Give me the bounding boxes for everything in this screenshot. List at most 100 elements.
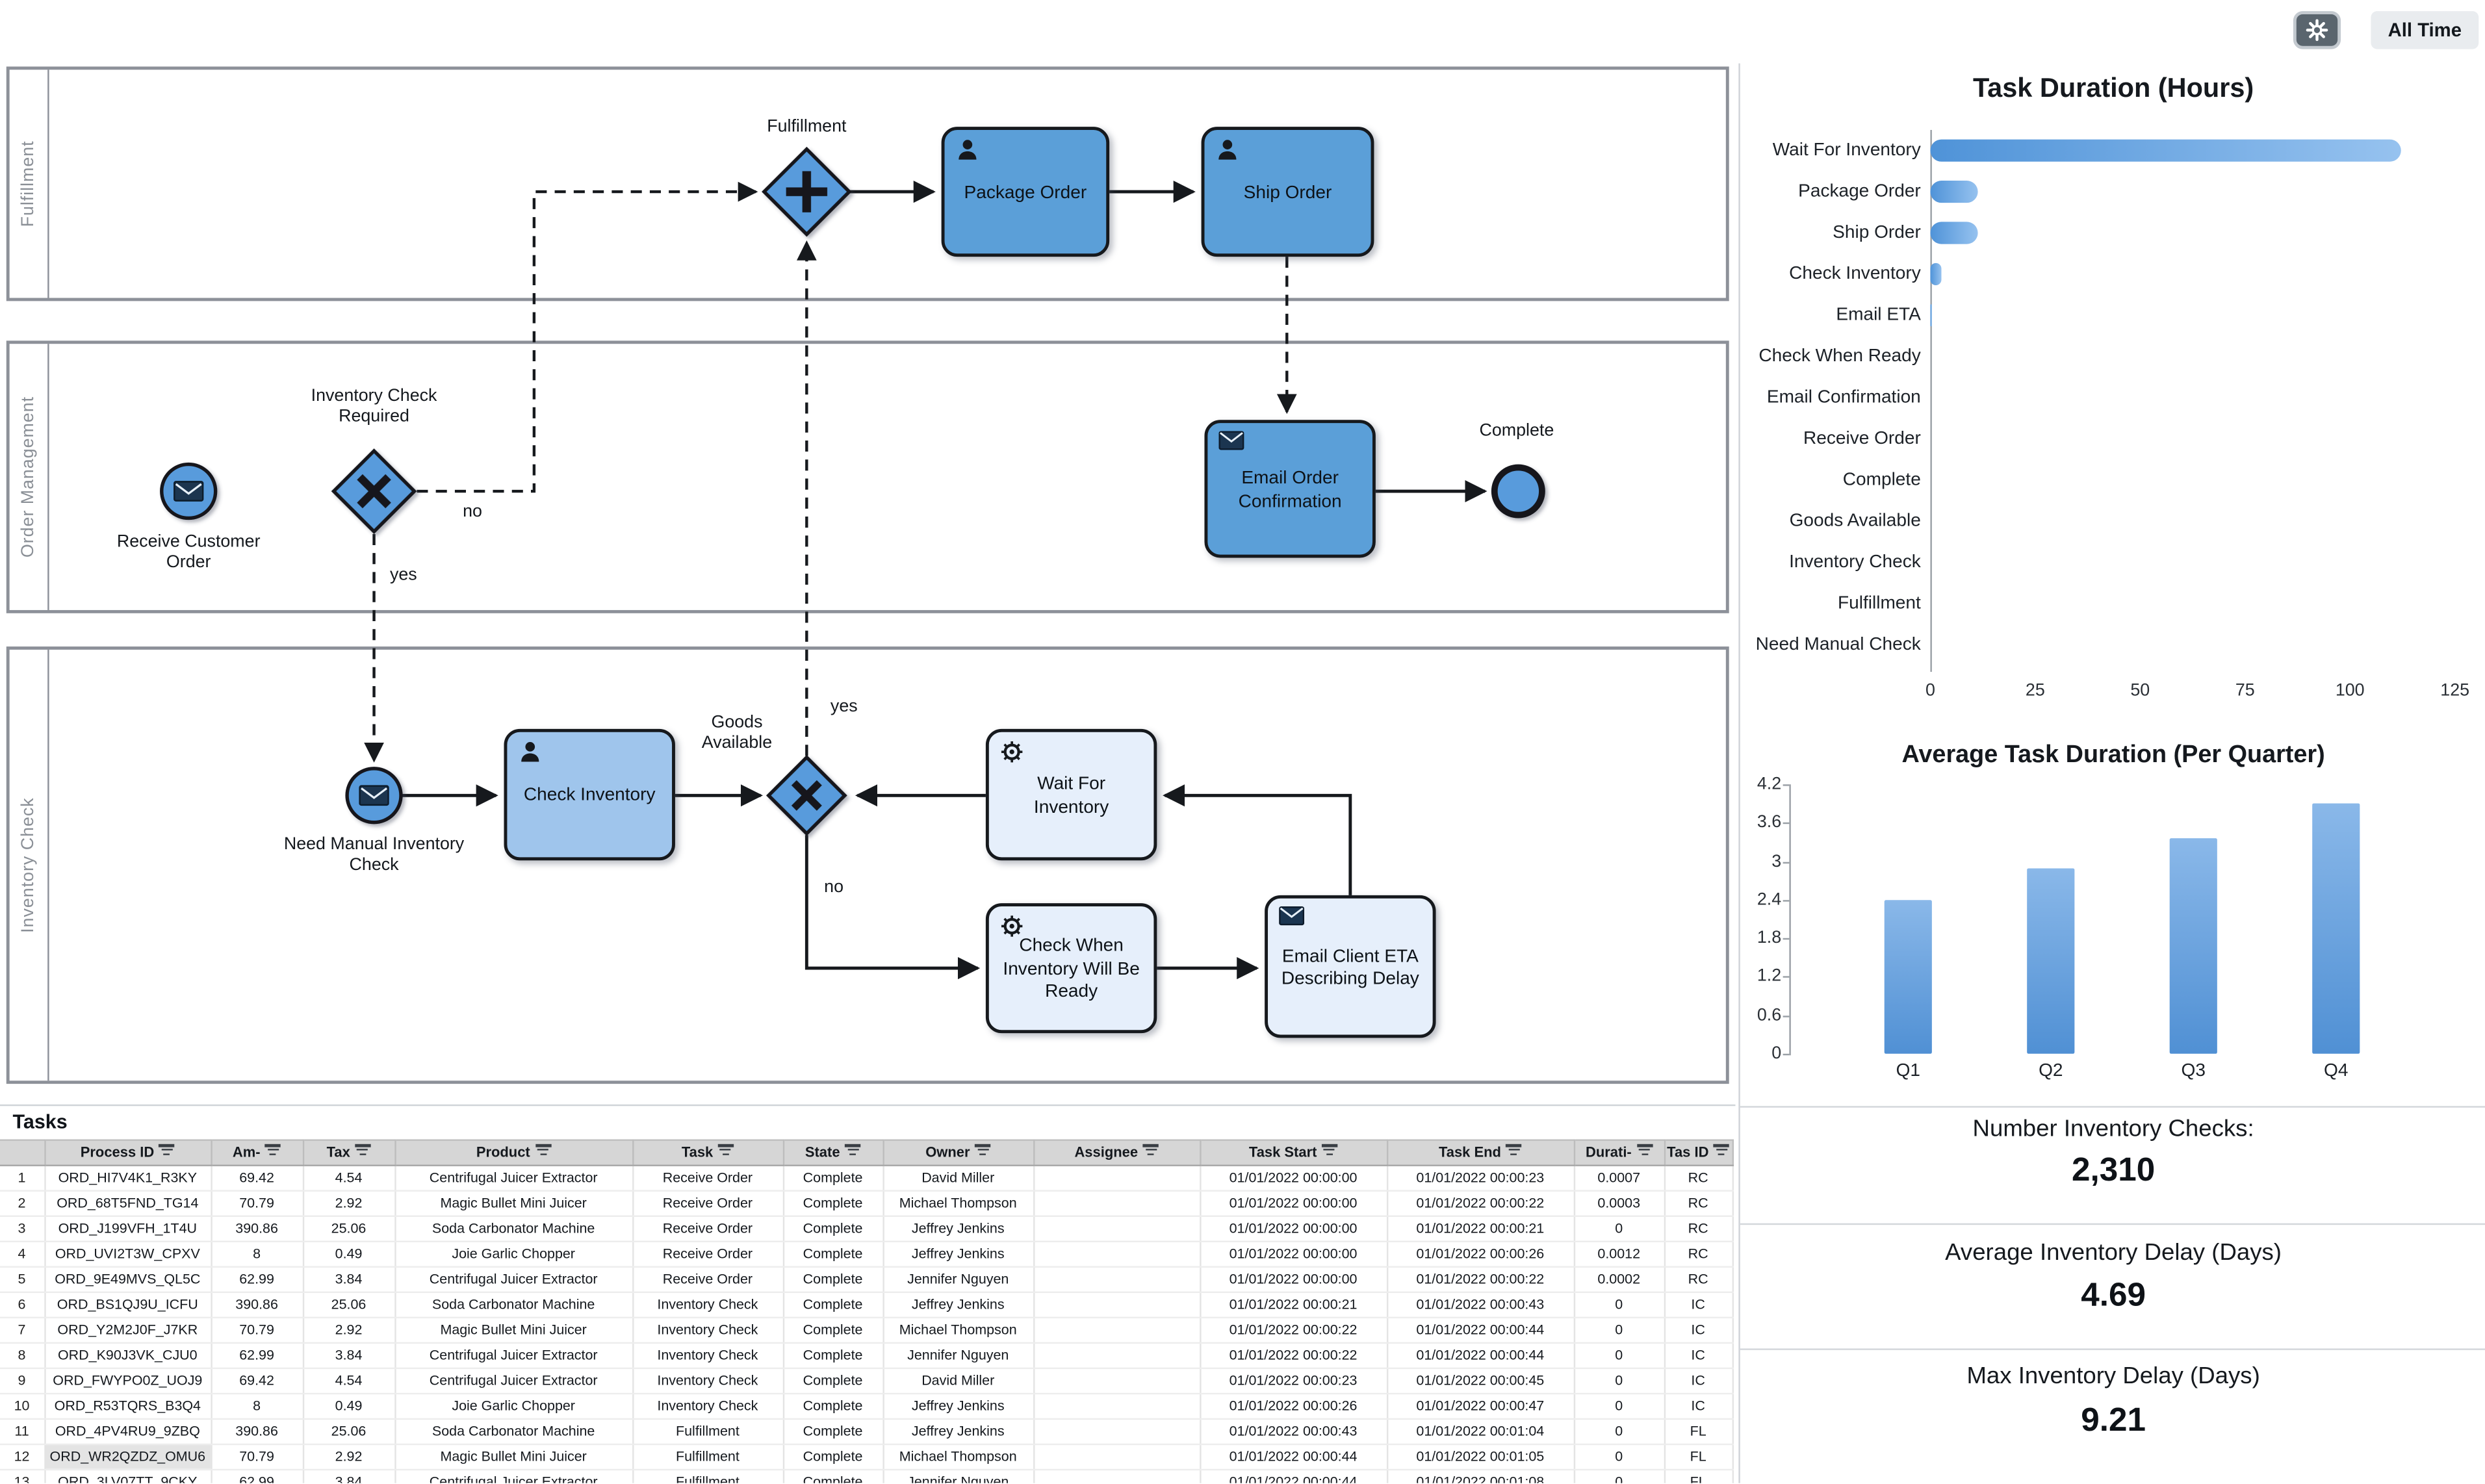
filter-icon[interactable] bbox=[535, 1144, 551, 1158]
table-cell[interactable]: FL bbox=[1664, 1418, 1733, 1445]
table-cell[interactable]: 390.86 bbox=[211, 1216, 304, 1242]
table-cell[interactable]: RC bbox=[1664, 1266, 1733, 1293]
table-cell[interactable]: 01/01/2022 00:00:00 bbox=[1200, 1241, 1388, 1268]
table-cell[interactable]: 01/01/2022 00:00:00 bbox=[1200, 1190, 1388, 1217]
table-cell[interactable]: Fulfillment bbox=[632, 1444, 784, 1470]
table-cell[interactable]: 01/01/2022 00:00:26 bbox=[1200, 1393, 1388, 1420]
table-cell[interactable]: Fulfillment bbox=[632, 1469, 784, 1483]
table-cell[interactable]: Receive Order bbox=[632, 1190, 784, 1217]
table-cell[interactable]: IC bbox=[1664, 1368, 1733, 1394]
table-cell[interactable]: 01/01/2022 00:00:23 bbox=[1386, 1165, 1575, 1192]
table-cell[interactable]: Receive Order bbox=[632, 1266, 784, 1293]
column-header-assignee[interactable]: Assignee bbox=[1033, 1139, 1201, 1166]
table-cell[interactable]: Joie Garlic Chopper bbox=[394, 1241, 634, 1268]
table-cell[interactable]: Centrifugal Juicer Extractor bbox=[394, 1368, 634, 1394]
filter-icon[interactable] bbox=[1321, 1144, 1338, 1158]
table-cell[interactable]: RC bbox=[1664, 1241, 1733, 1268]
table-cell[interactable]: Inventory Check bbox=[632, 1317, 784, 1344]
table-cell[interactable]: 0.0003 bbox=[1573, 1190, 1665, 1217]
table-cell[interactable]: 70.79 bbox=[211, 1190, 304, 1217]
table-cell[interactable]: 4.54 bbox=[302, 1368, 396, 1394]
table-cell[interactable]: 01/01/2022 00:00:44 bbox=[1200, 1469, 1388, 1483]
column-header-tax[interactable]: Tax bbox=[302, 1139, 396, 1166]
table-cell[interactable]: Complete bbox=[782, 1241, 884, 1268]
table-cell[interactable] bbox=[1033, 1266, 1201, 1293]
table-cell[interactable]: 01/01/2022 00:00:45 bbox=[1386, 1368, 1575, 1394]
table-cell[interactable]: ORD_3LV07TT_9CKY bbox=[44, 1469, 212, 1483]
table-cell[interactable]: Centrifugal Juicer Extractor bbox=[394, 1342, 634, 1369]
table-cell[interactable]: 01/01/2022 00:00:21 bbox=[1200, 1292, 1388, 1318]
table-cell[interactable]: Centrifugal Juicer Extractor bbox=[394, 1469, 634, 1483]
table-cell[interactable]: 0.0012 bbox=[1573, 1241, 1665, 1268]
table-cell[interactable]: Michael Thompson bbox=[882, 1317, 1035, 1344]
table-cell[interactable]: 0.49 bbox=[302, 1241, 396, 1268]
table-cell[interactable]: Jeffrey Jenkins bbox=[882, 1216, 1035, 1242]
table-cell[interactable]: 69.42 bbox=[211, 1165, 304, 1192]
table-cell[interactable]: David Miller bbox=[882, 1165, 1035, 1192]
table-cell[interactable]: Complete bbox=[782, 1444, 884, 1470]
table-cell[interactable]: Magic Bullet Mini Juicer bbox=[394, 1190, 634, 1217]
time-range-button[interactable]: All Time bbox=[2371, 11, 2479, 49]
table-cell[interactable]: 70.79 bbox=[211, 1317, 304, 1344]
filter-icon[interactable] bbox=[159, 1144, 175, 1158]
filter-icon[interactable] bbox=[717, 1144, 734, 1158]
table-cell[interactable]: 0.0007 bbox=[1573, 1165, 1665, 1192]
table-cell[interactable]: Michael Thompson bbox=[882, 1190, 1035, 1217]
table-cell[interactable]: Soda Carbonator Machine bbox=[394, 1216, 634, 1242]
table-cell[interactable]: Jennifer Nguyen bbox=[882, 1469, 1035, 1483]
table-cell[interactable]: 2.92 bbox=[302, 1444, 396, 1470]
table-cell[interactable]: 0 bbox=[1573, 1292, 1665, 1318]
table-cell[interactable]: Receive Order bbox=[632, 1241, 784, 1268]
table-cell[interactable]: Jennifer Nguyen bbox=[882, 1342, 1035, 1369]
table-cell[interactable]: ORD_9E49MVS_QL5C bbox=[44, 1266, 212, 1293]
table-cell[interactable]: Soda Carbonator Machine bbox=[394, 1418, 634, 1445]
table-cell[interactable]: 01/01/2022 00:00:00 bbox=[1200, 1216, 1388, 1242]
table-cell[interactable]: Complete bbox=[782, 1342, 884, 1369]
table-cell[interactable]: FL bbox=[1664, 1444, 1733, 1470]
table-cell[interactable]: 01/01/2022 00:00:00 bbox=[1200, 1266, 1388, 1293]
table-cell[interactable]: 01/01/2022 00:00:43 bbox=[1200, 1418, 1388, 1445]
table-cell[interactable]: ORD_K90J3VK_CJU0 bbox=[44, 1342, 212, 1369]
table-cell[interactable] bbox=[1033, 1342, 1201, 1369]
column-header-owner[interactable]: Owner bbox=[882, 1139, 1035, 1166]
column-header-task[interactable]: Task bbox=[632, 1139, 784, 1166]
table-cell[interactable]: RC bbox=[1664, 1165, 1733, 1192]
table-cell[interactable]: Complete bbox=[782, 1216, 884, 1242]
table-cell[interactable]: ORD_UVI2T3W_CPXV bbox=[44, 1241, 212, 1268]
table-cell[interactable]: Inventory Check bbox=[632, 1342, 784, 1369]
table-cell[interactable]: ORD_4PV4RU9_9ZBQ bbox=[44, 1418, 212, 1445]
table-cell[interactable]: 0 bbox=[1573, 1469, 1665, 1483]
table-cell[interactable]: ORD_68T5FND_TG14 bbox=[44, 1190, 212, 1217]
table-cell[interactable]: 0 bbox=[1573, 1342, 1665, 1369]
table-cell[interactable]: 01/01/2022 00:00:22 bbox=[1200, 1317, 1388, 1344]
table-cell[interactable]: Complete bbox=[782, 1368, 884, 1394]
table-cell[interactable]: ORD_WR2QZDZ_OMU6 bbox=[44, 1444, 212, 1470]
table-cell[interactable]: 69.42 bbox=[211, 1368, 304, 1394]
filter-icon[interactable] bbox=[1713, 1144, 1730, 1158]
table-cell[interactable]: ORD_FWYPO0Z_UOJ9 bbox=[44, 1368, 212, 1394]
table-cell[interactable]: 390.86 bbox=[211, 1418, 304, 1445]
table-cell[interactable]: 01/01/2022 00:01:08 bbox=[1386, 1469, 1575, 1483]
table-cell[interactable]: RC bbox=[1664, 1216, 1733, 1242]
filter-icon[interactable] bbox=[1636, 1144, 1653, 1158]
table-cell[interactable]: 8 bbox=[211, 1393, 304, 1420]
table-cell[interactable]: 0.0002 bbox=[1573, 1266, 1665, 1293]
table-cell[interactable] bbox=[1033, 1216, 1201, 1242]
table-cell[interactable]: 01/01/2022 00:00:23 bbox=[1200, 1368, 1388, 1394]
table-cell[interactable]: Jeffrey Jenkins bbox=[882, 1418, 1035, 1445]
table-cell[interactable]: 3.84 bbox=[302, 1469, 396, 1483]
table-cell[interactable]: 4.54 bbox=[302, 1165, 396, 1192]
table-cell[interactable] bbox=[1033, 1241, 1201, 1268]
column-header-task-end[interactable]: Task End bbox=[1386, 1139, 1575, 1166]
table-cell[interactable]: Jeffrey Jenkins bbox=[882, 1393, 1035, 1420]
column-header-tas-id[interactable]: Tas ID bbox=[1664, 1139, 1733, 1166]
table-cell[interactable]: Complete bbox=[782, 1469, 884, 1483]
table-cell[interactable]: IC bbox=[1664, 1317, 1733, 1344]
table-cell[interactable] bbox=[1033, 1292, 1201, 1318]
table-cell[interactable]: Complete bbox=[782, 1418, 884, 1445]
filter-icon[interactable] bbox=[264, 1144, 281, 1158]
column-header-am-[interactable]: Am- bbox=[211, 1139, 304, 1166]
table-cell[interactable]: 01/01/2022 00:00:22 bbox=[1386, 1190, 1575, 1217]
table-cell[interactable]: 70.79 bbox=[211, 1444, 304, 1470]
table-cell[interactable]: IC bbox=[1664, 1292, 1733, 1318]
